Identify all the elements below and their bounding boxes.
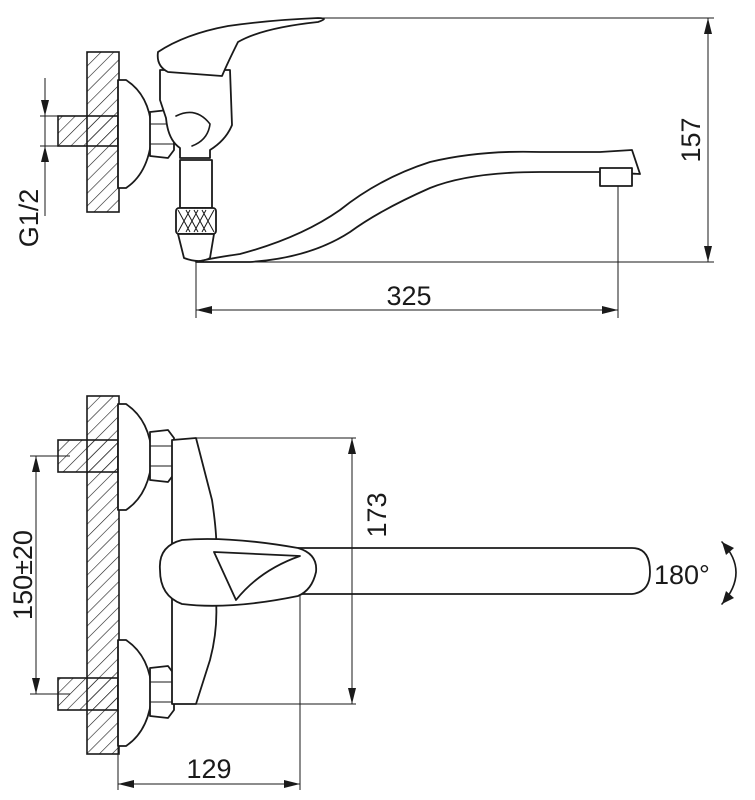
spout-plan <box>289 547 651 595</box>
knurled-collar <box>175 207 217 235</box>
rotation-label: 180° <box>654 560 710 590</box>
spout <box>195 149 641 263</box>
dim-label-thread: G1/2 <box>14 189 44 248</box>
plan-view: 173 150±20 129 180° <box>8 395 737 790</box>
lever-handle <box>156 17 325 77</box>
dim-label-129: 129 <box>186 754 231 784</box>
hex-nut-lower <box>149 665 175 719</box>
dim-label-center: 150±20 <box>8 530 38 620</box>
escutcheon <box>117 79 153 189</box>
dim-label-173: 173 <box>362 492 392 537</box>
aerator <box>599 167 633 187</box>
escutcheon-upper <box>117 403 153 511</box>
hex-nut-upper <box>149 429 175 483</box>
side-view: 325 157 G1/2 <box>14 17 714 318</box>
dim-label-325: 325 <box>386 281 431 311</box>
dim-label-157: 157 <box>676 117 706 162</box>
pipe-stub <box>57 115 119 147</box>
escutcheon-lower <box>117 639 153 747</box>
